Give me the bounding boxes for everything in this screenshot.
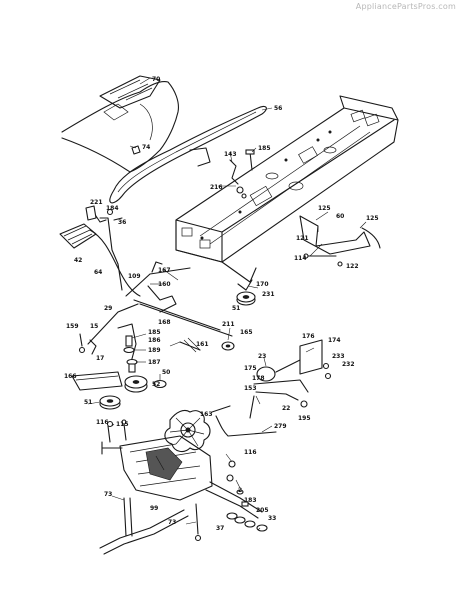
callout-121: 121 xyxy=(296,235,309,242)
right-assembly xyxy=(211,339,332,437)
callout-15: 15 xyxy=(90,323,98,330)
fender-panel xyxy=(61,75,179,173)
callout-184: 184 xyxy=(106,205,119,212)
pedal-lever xyxy=(59,217,141,297)
idler-pulley-231 xyxy=(236,279,256,306)
callout-70: 70 xyxy=(152,76,160,83)
callout-122: 122 xyxy=(346,263,359,270)
callout-51-a: 51 xyxy=(232,305,240,312)
callout-161: 161 xyxy=(196,341,209,348)
pulley-pair-51 xyxy=(99,375,167,410)
callout-185: 185 xyxy=(258,145,271,152)
callout-56: 56 xyxy=(274,105,282,112)
callout-175: 175 xyxy=(244,365,257,372)
callout-143: 143 xyxy=(224,151,237,158)
callout-195: 195 xyxy=(298,415,311,422)
callout-22: 22 xyxy=(282,405,290,412)
hardware-center xyxy=(123,335,138,373)
hardware-upper xyxy=(85,145,255,223)
callout-109: 109 xyxy=(128,273,141,280)
callout-160: 160 xyxy=(158,281,171,288)
callout-176: 176 xyxy=(302,333,315,340)
callout-166: 166 xyxy=(64,373,77,380)
callout-216: 216 xyxy=(210,184,223,191)
callout-165: 165 xyxy=(240,329,253,336)
frame-chassis xyxy=(175,95,399,283)
callout-73-a: 73 xyxy=(104,491,112,498)
callout-labels: 70 56 74 185 143 216 221 184 36 125 60 1… xyxy=(64,76,379,532)
callout-186: 186 xyxy=(148,337,161,344)
callout-52: 52 xyxy=(152,381,160,388)
bracket-assembly xyxy=(299,215,381,267)
callout-36: 36 xyxy=(118,219,126,226)
callout-64: 64 xyxy=(94,269,102,276)
callout-205: 205 xyxy=(256,507,269,514)
callout-51-b: 51 xyxy=(84,399,92,406)
callout-174: 174 xyxy=(328,337,341,344)
leader-lines xyxy=(87,77,367,531)
callout-232: 232 xyxy=(342,361,355,368)
callout-159: 159 xyxy=(66,323,79,330)
hardware-lower xyxy=(99,419,202,555)
callout-170: 170 xyxy=(256,281,269,288)
callout-183: 183 xyxy=(244,497,257,504)
callout-125-b: 125 xyxy=(366,215,379,222)
callout-2: 2 xyxy=(238,487,242,494)
transaxle xyxy=(101,409,263,519)
callout-60: 60 xyxy=(336,213,344,220)
callout-178: 178 xyxy=(252,375,265,382)
callout-17: 17 xyxy=(96,355,104,362)
callout-168: 168 xyxy=(158,319,171,326)
washer-stack xyxy=(226,489,268,532)
callout-115: 115 xyxy=(116,421,129,428)
linkage-rods xyxy=(87,261,233,367)
watermark-text: AppliancePartsPros.com xyxy=(355,2,456,11)
callout-185-b: 185 xyxy=(148,329,161,336)
callout-50: 50 xyxy=(162,369,170,376)
callout-33: 33 xyxy=(268,515,276,522)
callout-114: 114 xyxy=(294,255,307,262)
callout-187: 187 xyxy=(148,359,161,366)
drive-belt xyxy=(109,105,267,204)
callout-37: 37 xyxy=(216,525,224,532)
callout-221: 221 xyxy=(90,199,103,206)
callout-23: 23 xyxy=(258,353,266,360)
callout-116-a: 116 xyxy=(96,419,109,426)
hardware-left xyxy=(71,333,123,391)
callout-163: 163 xyxy=(200,411,213,418)
callout-233: 233 xyxy=(332,353,345,360)
callout-125-a: 125 xyxy=(318,205,331,212)
callout-279: 279 xyxy=(274,423,287,430)
callout-211: 211 xyxy=(222,321,235,328)
callout-73-b: 73 xyxy=(168,519,176,526)
callout-167: 167 xyxy=(158,267,171,274)
pulley-211 xyxy=(221,341,235,351)
callout-189: 189 xyxy=(148,347,161,354)
callout-153: 153 xyxy=(244,385,257,392)
callout-231: 231 xyxy=(262,291,275,298)
callout-116-b: 116 xyxy=(244,449,257,456)
callout-74: 74 xyxy=(142,144,150,151)
callout-42: 42 xyxy=(74,257,82,264)
callout-99: 99 xyxy=(150,505,158,512)
callout-29: 29 xyxy=(104,305,112,312)
